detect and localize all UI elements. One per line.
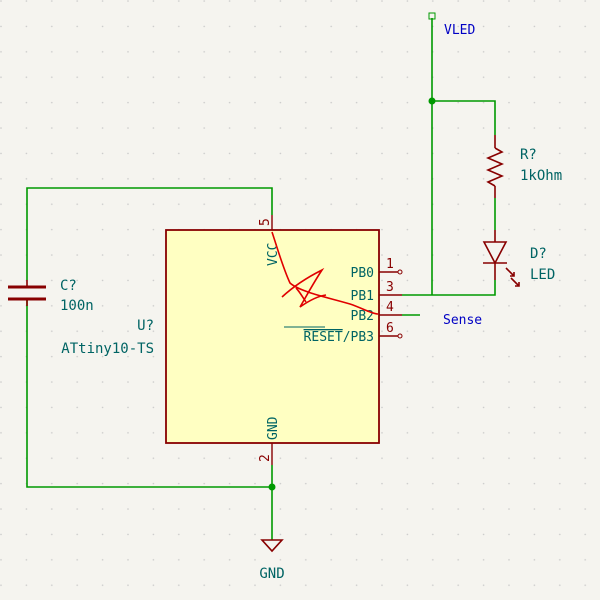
ic-pin-pb2-number: 4 [386,300,394,315]
resistor-value: 1kOhm [520,168,562,184]
capacitor-value: 100n [60,298,94,314]
led-value: LED [530,267,555,283]
vled-power-flag[interactable] [428,12,436,20]
ground-symbol-icon[interactable] [260,539,284,553]
capacitor-ref: C? [60,278,77,294]
ic-pin-pb3-number: 6 [386,321,394,336]
wire-vcc-cap-top[interactable] [26,187,273,280]
ic-pin-pb0-unconnected [397,269,403,275]
ic-pin-gnd-number: 2 [258,454,273,462]
red-annotation-scribble [271,231,379,315]
led-emission-arrows-icon [505,267,520,287]
capacitor-c1[interactable] [8,280,46,306]
junction-vled [428,97,436,105]
ic-pin-pb3-name-rest: /PB3 [343,330,374,345]
wire-cap-bottom-gnd[interactable] [26,300,272,488]
sense-net-label: Sense [443,313,482,328]
wires [26,18,496,540]
junction-gnd [268,483,276,491]
ic-value: ATtiny10-TS [61,341,154,357]
resistor-r1[interactable] [485,135,505,198]
ic-pin-pb2-name: PB2 [351,309,374,324]
ic-pin-pb1-number: 3 [386,280,394,295]
ic-pin-gnd-name: GND [266,416,281,440]
ic-pin-pb3-unconnected [397,333,403,339]
gnd-net-label: GND [259,566,284,582]
ic-pin-vcc-number: 5 [258,218,273,226]
ic-pin-pb3-name-overline: RESET [304,330,343,345]
ic-u1-body[interactable] [165,229,380,444]
led-ref: D? [530,246,547,262]
ic-pin-pb0-number: 1 [386,257,394,272]
ic-pin-pb1-name: PB1 [351,289,374,304]
wire-led-to-pb2[interactable] [432,280,496,296]
ic-ref: U? [137,318,154,334]
resistor-ref: R? [520,147,537,163]
ic-pin-pb3-name: RESET/PB3 [304,330,374,345]
wire-vled-to-resistor[interactable] [432,100,496,135]
ic-pin-pb0-name: PB0 [351,266,374,281]
led-d1[interactable] [482,230,520,287]
vled-net-label: VLED [444,23,475,38]
